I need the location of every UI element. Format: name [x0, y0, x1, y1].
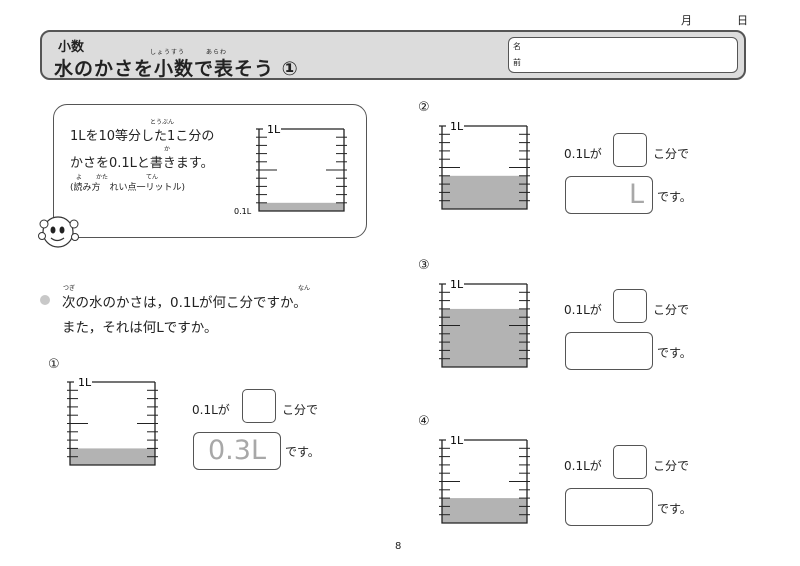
problem-1-desu: です。 — [285, 445, 320, 459]
problem-4-cylinder: 1L — [439, 434, 530, 524]
explanation-text-1: 1Lを10等分した1こ分の — [70, 129, 215, 144]
cylinder-1l-label: 1L — [450, 434, 464, 447]
ruby-ten: てん — [146, 174, 159, 181]
ruby-tsugi: つぎ — [63, 285, 76, 292]
title-ruby-arawa: あらわ — [206, 49, 228, 56]
problem-1-answer-box[interactable]: 0.3L — [193, 432, 281, 470]
name-label-2: 前 — [513, 58, 521, 67]
water-fill — [442, 175, 527, 209]
question-line-1: つぎ なん 次の水のかさは，0.1Lが何こ分ですか。 — [62, 285, 310, 311]
explanation-line-2: か かさを0.1Lと書きます。 — [70, 146, 214, 171]
problem-4-count-box[interactable] — [613, 445, 647, 479]
problem-4-prefix: 0.1Lが — [564, 459, 602, 473]
month-label: 月 — [681, 14, 692, 27]
problem-2-number: ② — [418, 100, 430, 115]
problem-3-count-box[interactable] — [613, 289, 647, 323]
problem-2-prefix: 0.1Lが — [564, 147, 602, 161]
ruby-nan: なん — [298, 285, 311, 292]
problem-1-prefix: 0.1Lが — [192, 403, 230, 417]
problem-1-number: ① — [48, 357, 60, 372]
problem-2-answer-box[interactable]: L — [565, 176, 653, 214]
question-text-1: 次の水のかさは，0.1Lが何こ分ですか。 — [62, 295, 307, 311]
name-field[interactable]: 名 前 — [508, 37, 738, 73]
cylinder-1l-label: 1L — [78, 376, 92, 389]
explanation-text-3: (読み方 れい点一リットル) — [70, 183, 186, 193]
explanation-box: とうぶん 1Lを10等分した1こ分の か かさを0.1Lと書きます。 よ かた … — [53, 104, 367, 238]
problem-4-number: ④ — [418, 414, 430, 429]
water-fill — [259, 202, 344, 211]
problem-3-count-suffix: こ分で — [653, 303, 690, 317]
problem-4-answer-box[interactable] — [565, 488, 653, 526]
water-fill — [70, 448, 155, 465]
water-fill — [442, 498, 527, 523]
problem-3-cylinder: 1L — [439, 278, 530, 368]
explanation-line-3: よ かた てん (読み方 れい点一リットル) — [70, 174, 186, 193]
ruby-ka: か — [164, 146, 171, 153]
problem-3-desu: です。 — [657, 346, 692, 360]
example-cylinder: 1L 0.1L — [234, 123, 347, 216]
problem-4-desu: です。 — [657, 502, 692, 516]
explanation-line-1: とうぶん 1Lを10等分した1こ分の — [70, 119, 215, 144]
title-ruby-shousuu: しょうすう — [150, 49, 186, 56]
problem-1-count-suffix: こ分で — [282, 403, 319, 417]
problem-2-desu: です。 — [657, 190, 692, 204]
header-bar: 小数 しょうすう あらわ 水のかさを小数で表そう ① 名 前 — [40, 30, 746, 80]
question-bullet — [40, 295, 50, 305]
day-label: 日 — [737, 14, 748, 27]
ruby-touban: とうぶん — [150, 119, 175, 126]
cylinder-1l-label: 1L — [450, 278, 464, 291]
page-title: しょうすう あらわ 水のかさを小数で表そう ① — [54, 49, 299, 81]
water-fill — [442, 308, 527, 367]
cylinder-1l-label: 1L — [450, 120, 464, 133]
name-label-1: 名 — [513, 42, 521, 51]
problem-4-count-suffix: こ分で — [653, 459, 690, 473]
ruby-kata: かた — [96, 174, 109, 181]
ruby-yomi: よ — [76, 174, 83, 181]
page-number: 8 — [395, 541, 402, 552]
example-0-1l-label: 0.1L — [234, 207, 252, 216]
problem-3-prefix: 0.1Lが — [564, 303, 602, 317]
question-line-2: また，それは何Lですか。 — [62, 320, 218, 336]
mascot-icon — [38, 216, 79, 248]
problem-3-number: ③ — [418, 258, 430, 273]
problem-2-cylinder: 1L — [439, 120, 530, 210]
subject-label: 小数 — [58, 40, 85, 55]
explanation-text-2: かさを0.1Lと書きます。 — [70, 156, 214, 171]
title-text: 水のかさを小数で表そう ① — [54, 58, 299, 80]
problem-2-count-suffix: こ分で — [653, 147, 690, 161]
problem-1-cylinder: 1L — [67, 376, 158, 466]
problem-3-answer-box[interactable] — [565, 332, 653, 370]
cylinder-1l-label: 1L — [267, 123, 281, 136]
problem-2-count-box[interactable] — [613, 133, 647, 167]
problem-1-count-box[interactable] — [242, 389, 276, 423]
